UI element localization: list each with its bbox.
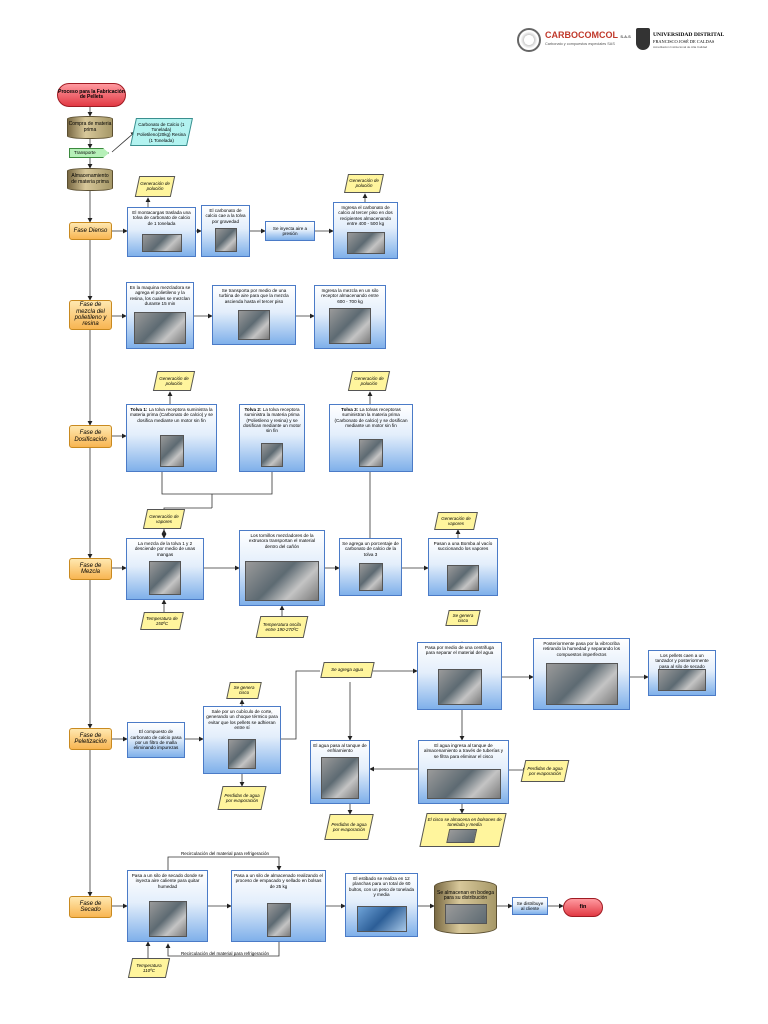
mezcla-step-4: Pasan a una Bomba al vacío succionando l… bbox=[428, 538, 498, 596]
dosif-photo-2 bbox=[261, 443, 283, 467]
dosif-note-polucion-1: Generación de polución bbox=[152, 371, 196, 391]
carbocomcol-tagline: Carbonato y compuestos especiales SAS bbox=[545, 42, 615, 46]
phase-secado: Fase de Secado bbox=[69, 896, 112, 918]
pel-note-cisco-bolsones: El cisco se almacena en bolsones de tone… bbox=[419, 813, 507, 847]
secado-photo-4 bbox=[444, 903, 487, 924]
pel-photo-enfriamiento bbox=[321, 757, 359, 799]
mezcla-pol-photo-3 bbox=[329, 308, 371, 344]
pel-step-vibrocriba: Posteriormente pasa por la vibrocriba re… bbox=[533, 638, 630, 710]
materials-note: Carbonato de Calcio (1 Tonelada) Polieti… bbox=[130, 118, 193, 146]
pel-note-cisco-2: Se genera cisco bbox=[226, 682, 262, 699]
mezcla-note-vapores-1: Generación de vapores bbox=[142, 509, 186, 529]
pel-note-cisco-1: Se genera cisco bbox=[445, 610, 481, 626]
pel-photo-almacenamiento bbox=[426, 769, 501, 799]
udistrital-tagline: Acreditación Institucional de Alta Calid… bbox=[653, 45, 708, 49]
pel-note-perdidas-2: Perdidas de agua por evaporación bbox=[324, 814, 374, 840]
mezcla-note-temp-2: Temperatura oscila entre 190-270ºC bbox=[255, 616, 309, 638]
pel-photo-vibrocriba bbox=[545, 663, 618, 705]
secado-step-1: Pasa a un silo de secado donde se inyect… bbox=[127, 870, 208, 942]
pel-note-agua: Se agrega agua bbox=[320, 662, 375, 678]
udistrital-sub: FRANCISCO JOSÉ DE CALDAS bbox=[653, 39, 715, 44]
phase-mezcla: Fase de Mezcla bbox=[69, 558, 112, 580]
carbocomcol-suffix: S.A.S bbox=[620, 34, 631, 39]
secado-bodega-drum: Se almacenan en bodega para su distribuc… bbox=[434, 880, 497, 934]
dosif-photo-3 bbox=[359, 439, 383, 467]
recirc-label-bottom: Recirculación del material para refriger… bbox=[180, 951, 270, 957]
carbocomcol-emblem-icon bbox=[517, 28, 541, 52]
pel-step-centrifuga: Pasa por medio de una centrifuga para se… bbox=[417, 642, 502, 710]
dosif-tolva-2: Tolva 2: La tolva receptora suministra l… bbox=[239, 404, 305, 472]
mezcla-pol-photo-2 bbox=[238, 310, 270, 340]
dienso-photo-2 bbox=[214, 228, 237, 252]
secado-photo-2 bbox=[266, 903, 291, 937]
secado-note-temp: Temperatura 110ºC bbox=[127, 958, 171, 978]
udistrital-shield-icon bbox=[636, 28, 650, 50]
dienso-step-1: El montacargas traslada una tolva de car… bbox=[127, 207, 196, 257]
pel-note-perdidas-1: Perdidas de agua por evaporación bbox=[217, 786, 267, 810]
mezcla-note-vapores-2: Generación de vapores bbox=[434, 512, 478, 530]
dienso-step-3: Se inyecta aire a presión bbox=[265, 221, 315, 241]
carbocomcol-name: CARBOCOMCOL bbox=[545, 30, 618, 40]
dienso-photo-4 bbox=[346, 232, 385, 254]
mezcla-note-temp-1: Temperatura de 150ºC bbox=[140, 612, 184, 630]
pel-photo-corte bbox=[228, 739, 256, 769]
mezcla-step-2: Los tornillos mezcladores de la extrusor… bbox=[239, 530, 325, 606]
end-terminal: fin bbox=[563, 898, 603, 917]
secado-step-cliente: Se distribuye al cliente bbox=[512, 897, 548, 915]
mezcla-pol-photo-1 bbox=[134, 312, 186, 344]
mezcla-step-1: La mezcla de la tolva 1 y 2 desciende po… bbox=[126, 538, 204, 600]
phase-dienso: Fase Dienso bbox=[69, 222, 112, 240]
pel-step-tanzador: Los pellets caen a un tanzador y posteri… bbox=[648, 650, 716, 696]
secado-step-2: Pasa a un silo de almacenado realizando … bbox=[231, 870, 326, 942]
mezcla-photo-1 bbox=[149, 561, 181, 595]
pel-step-almacenamiento: El agua ingresa al tanque de almacenamie… bbox=[418, 740, 509, 804]
dienso-photo-1 bbox=[141, 234, 182, 252]
recirc-label-top: Recirculación del material para refriger… bbox=[180, 851, 270, 857]
transport-arrow: Transporte bbox=[69, 148, 109, 158]
mezcla-pol-step-3: Ingresa la mezcla en un silo receptor al… bbox=[314, 285, 386, 349]
dienso-step-2: El carbonato de calcio cae a la tolva po… bbox=[201, 205, 250, 257]
pel-note-perdidas-3: Perdidas de agua por evaporación bbox=[520, 760, 570, 782]
mezcla-pol-step-1: En la maquina mezcladora se agrega el po… bbox=[126, 282, 194, 349]
pel-photo-bolsones bbox=[446, 829, 478, 844]
phase-dosificacion: Fase de Dosificación bbox=[69, 425, 112, 448]
pel-step-corte: Sale por un cubículo de corte, generando… bbox=[203, 706, 281, 774]
secado-step-3: El estibado se realiza en 12 planchas pa… bbox=[345, 873, 418, 937]
phase-peletizacion: Fase de Peletización bbox=[69, 728, 112, 750]
pel-step-filtro: El compuesto de carbonato de calcio pasa… bbox=[127, 722, 185, 758]
mezcla-photo-3 bbox=[358, 563, 383, 591]
dienso-step-4: Ingresa el carbonato de calcio al tercer… bbox=[333, 202, 398, 259]
dosif-photo-1 bbox=[159, 435, 184, 467]
dienso-note-polucion-2: Generación de polución bbox=[343, 174, 385, 193]
compra-drum: Compra de materia prima bbox=[67, 116, 113, 139]
udistrital-name: UNIVERSIDAD DISTRITAL bbox=[653, 32, 725, 38]
mezcla-pol-step-2: Se transporta por medio de una turbina d… bbox=[212, 285, 296, 345]
pel-step-enfriamiento: El agua pasa al tanque de enfriamiento bbox=[310, 740, 370, 804]
pel-photo-tanzador bbox=[658, 669, 706, 691]
mezcla-photo-4 bbox=[447, 565, 479, 591]
dosif-tolva-3: Tolva 3: La tolvas receptoras suministra… bbox=[329, 404, 413, 472]
pel-photo-centrifuga bbox=[437, 669, 482, 705]
secado-photo-3 bbox=[356, 906, 407, 932]
carbocomcol-logo: CARBOCOMCOL S.A.S Carbonato y compuestos… bbox=[517, 26, 631, 56]
phase-mezcla-polietileno: Fase de mezcla del polietileno y resina bbox=[69, 300, 112, 330]
dosif-note-polucion-2: Generación de polución bbox=[347, 371, 391, 391]
dosif-tolva-1: Tolva 1: La tolva receptora suministra l… bbox=[126, 404, 217, 472]
dienso-note-polucion-1: Generación de polución bbox=[134, 176, 176, 197]
start-terminal: Proceso para la Fabricación de Pellets bbox=[57, 83, 126, 107]
udistrital-logo: UNIVERSIDAD DISTRITAL FRANCISCO JOSÉ DE … bbox=[636, 26, 726, 56]
secado-photo-1 bbox=[148, 901, 187, 937]
mezcla-step-3: Se agrega un porcentaje de carbonato de … bbox=[339, 538, 402, 596]
mezcla-photo-2 bbox=[245, 561, 319, 601]
almacenamiento-drum: Almacenamiento de materia prima bbox=[67, 168, 113, 191]
